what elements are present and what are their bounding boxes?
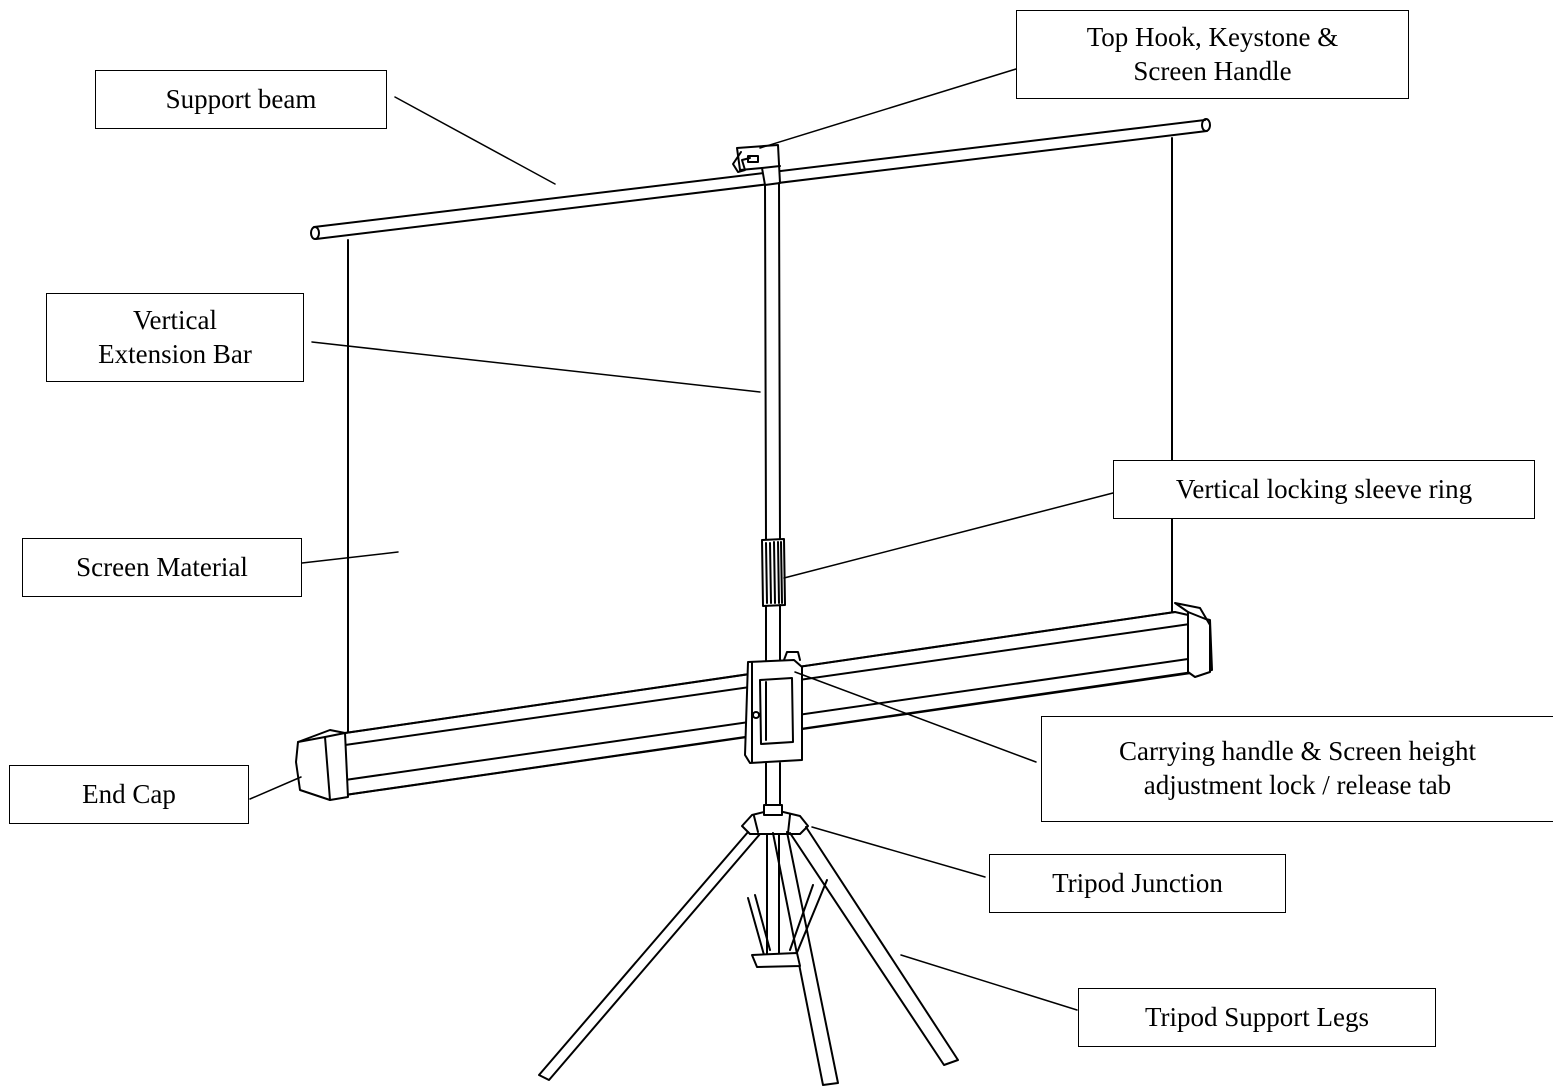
leader-lines [249,68,1114,1011]
leader-vertical-extension [311,341,761,393]
vertical-extension-bar [764,182,781,541]
lower-pole [765,604,781,961]
screen-material-text: Screen Material [76,551,248,582]
leader-tripod-legs [900,954,1078,1011]
top-hook-text-1: Top Hook, Keystone & [1086,21,1339,52]
top-hook-text-2: Screen Handle [1133,55,1292,86]
tripod-legs-text: Tripod Support Legs [1144,1001,1370,1032]
screen-material [347,137,1173,734]
vertical-extension-text-2: Extension Bar [98,338,252,369]
support-beam-text: Support beam [165,83,317,114]
leader-tripod-junction [811,826,986,878]
locking-sleeve-ring [761,538,786,607]
leader-locking-sleeve [783,492,1114,579]
locking-sleeve-text: Vertical locking sleeve ring [1175,473,1473,504]
leader-screen-material [301,551,399,564]
carrying-handle-text-2: adjustment lock / release tab [1143,770,1452,800]
carrying-handle [744,651,803,764]
support-beam-label: Support beam [95,70,387,129]
leader-support-beam [394,96,556,185]
carrying-handle-text-1: Carrying handle & Screen height [1119,736,1476,767]
leader-top-hook [759,68,1017,149]
leader-end-cap [249,776,302,800]
vertical-extension-label: Vertical Extension Bar [46,293,304,382]
tripod-junction-text: Tripod Junction [1052,867,1223,898]
tripod-legs-label: Tripod Support Legs [1078,988,1436,1047]
top-hook-keystone [732,144,781,186]
tripod-junction-label: Tripod Junction [989,854,1286,913]
tripod-junction [741,804,809,835]
locking-sleeve-label: Vertical locking sleeve ring [1113,460,1535,519]
end-cap-text: End Cap [82,778,176,809]
vertical-extension-text-1: Vertical [133,304,217,335]
screen-material-label: Screen Material [22,538,302,597]
leader-carrying-handle [794,671,1037,763]
carrying-handle-label: Carrying handle & Screen height adjustme… [1041,716,1553,822]
top-hook-label: Top Hook, Keystone & Screen Handle [1016,10,1409,99]
end-cap-label: End Cap [9,765,249,824]
support-beam [310,118,1211,240]
end-cap [295,729,349,801]
tripod-legs [538,826,959,1086]
